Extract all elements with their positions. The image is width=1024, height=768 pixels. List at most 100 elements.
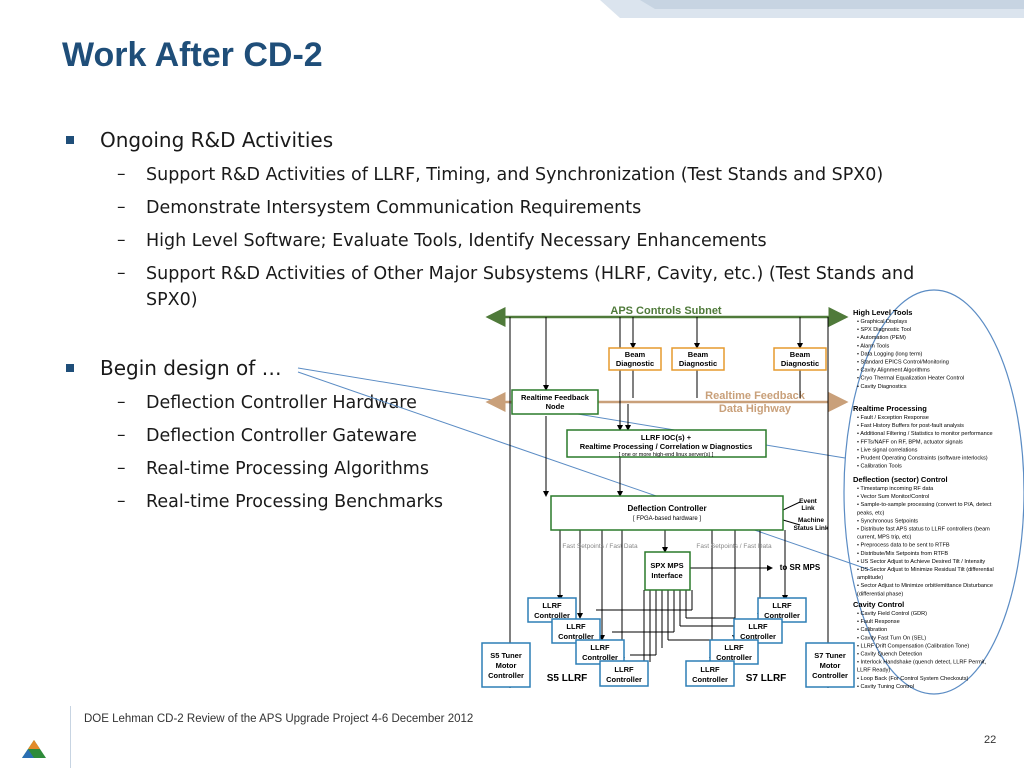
high-level-tools-item: • Graphical Displays xyxy=(857,319,907,325)
dash-icon: – xyxy=(117,491,126,511)
to-sr-mps: to SR MPS xyxy=(780,563,821,572)
header-decoration xyxy=(600,0,1024,18)
deflection-control-item: • US Sector Adjust to Achieve Desired Ti… xyxy=(857,559,985,565)
s5-llrf-2-l2: Controller xyxy=(558,632,594,641)
aps-logo-icon xyxy=(22,740,46,758)
cavity-control-item: • Interlock Handshake (quench detect, LL… xyxy=(857,660,987,666)
realtime-processing-item: • Prudent Operating Constraints (softwar… xyxy=(857,456,988,462)
s5-llrf-4-l2: Controller xyxy=(606,675,642,684)
event-link-l2: Link xyxy=(801,505,815,512)
sub-bullet-continuation: SPX0) xyxy=(146,290,198,310)
high-level-tools-item: • Cavity Alignment Algorithms xyxy=(857,368,930,374)
beam-diagnostic-3 xyxy=(773,347,827,371)
bullet-icon xyxy=(66,136,74,144)
s5-tuner-box xyxy=(481,642,531,688)
sub-bullet: Deflection Controller Hardware xyxy=(146,393,417,413)
realtime-processing-item: • Calibration Tools xyxy=(857,464,902,470)
spx-mps-l1: SPX MPS xyxy=(650,561,683,570)
beam-diag-1-l1: Beam xyxy=(625,350,646,359)
llrf-ioc-l3: [ one or more high-end linux server(s) ] xyxy=(619,452,714,458)
event-link-l1: Event xyxy=(799,498,818,505)
dash-icon: – xyxy=(117,425,126,445)
slide-title: Work After CD-2 xyxy=(62,36,323,74)
llrf-ioc-l2: Realtime Processing / Correlation w Diag… xyxy=(580,442,753,451)
s5-llrf-1-l1: LLRF xyxy=(542,601,562,610)
sub-bullet: Real-time Processing Algorithms xyxy=(146,459,429,479)
rt-highway-label-1: Realtime Feedback xyxy=(705,390,806,402)
high-level-tools-item: • Alarm Tools xyxy=(857,343,890,349)
footer-divider xyxy=(70,706,71,768)
high-level-tools-heading: High Level Tools xyxy=(853,308,912,317)
cavity-control-item: • Loop Back (For Control System Checkout… xyxy=(857,676,969,682)
dash-icon: – xyxy=(117,263,126,283)
deflection-control-item: • Timestamp incoming RF data xyxy=(857,486,934,492)
s7-llrf-3-l1: LLRF xyxy=(724,643,744,652)
high-level-tools-item: • Cryo Thermal Equalization Heater Contr… xyxy=(857,376,964,382)
spx-mps-box xyxy=(644,551,691,591)
sub-bullet: Support R&D Activities of Other Major Su… xyxy=(146,264,915,284)
sub-bullet: High Level Software; Evaluate Tools, Ide… xyxy=(146,231,767,251)
s5-llrf-stack xyxy=(527,597,649,687)
beam-diag-2-l2: Diagnostic xyxy=(679,359,717,368)
s7-llrf-label: S7 LLRF xyxy=(746,673,787,684)
rt-highway-label-2: Data Highway xyxy=(719,403,792,415)
s7-tuner-l3: Controller xyxy=(812,671,848,680)
s5-llrf-4-l1: LLRF xyxy=(614,665,634,674)
fast-setpoints-label-2: Fast Setpoints / Fast Data xyxy=(696,543,772,550)
page-number: 22 xyxy=(984,734,997,746)
s7-tuner-l1: S7 Tuner xyxy=(814,651,846,660)
s5-llrf-label: S5 LLRF xyxy=(547,673,588,684)
sub-bullet: Deflection Controller Gateware xyxy=(146,426,417,446)
high-level-tools-item: • Data Logging (long term) xyxy=(857,351,923,357)
sub-bullet: Real-time Processing Benchmarks xyxy=(146,492,443,512)
high-level-tools-item: • Standard EPICS Control/Monitoring xyxy=(857,360,949,366)
llrf-ioc-box xyxy=(566,429,767,458)
bullet-icon xyxy=(66,364,74,372)
s5-llrf-3-l2: Controller xyxy=(582,653,618,662)
realtime-processing-item: • FFTs/NAFF on RF, BPM, actuator signals xyxy=(857,439,963,445)
s5-llrf-2-l1: LLRF xyxy=(566,622,586,631)
beam-diagnostic-1 xyxy=(608,347,662,371)
rt-feedback-node xyxy=(511,389,599,415)
cavity-control-item: • Calibration xyxy=(857,627,887,633)
deflection-control-item: (differential phase) xyxy=(857,591,903,597)
beam-diag-3-l2: Diagnostic xyxy=(781,359,819,368)
subnet-label: APS Controls Subnet xyxy=(610,305,722,317)
s7-llrf-2-l2: Controller xyxy=(740,632,776,641)
right-text-panel: High Level Tools • Graphical Displays • SP… xyxy=(853,308,994,690)
dash-icon: – xyxy=(117,458,126,478)
beam-diag-2-l1: Beam xyxy=(688,350,709,359)
s7-llrf-3-l2: Controller xyxy=(716,653,752,662)
deflection-control-item: • Distribute fast APS status to LLRF con… xyxy=(857,527,990,533)
deflection-control-item: • Sector Adjust to Minimize orbit/emitta… xyxy=(857,583,993,589)
machine-status-l1: Machine xyxy=(798,517,824,524)
deflection-control-item: • Distribute/Mix Setpoints from RTFB xyxy=(857,551,948,557)
beam-diagnostic-2 xyxy=(671,347,725,371)
dash-icon: – xyxy=(117,230,126,250)
fast-setpoints-label-1: Fast Setpoints / Fast Data xyxy=(562,543,638,550)
beam-diag-3-l1: Beam xyxy=(790,350,811,359)
s5-tuner-l2: Motor xyxy=(496,661,517,670)
s7-tuner-box xyxy=(805,642,855,688)
s7-llrf-1-l2: Controller xyxy=(764,611,800,620)
cavity-control-item: LLRF Ready) xyxy=(857,668,890,674)
realtime-processing-item: • Fast History Buffers for post-fault an… xyxy=(857,423,964,429)
sub-bullet: Demonstrate Intersystem Communication Re… xyxy=(146,198,642,218)
rt-node-l1: Realtime Feedback xyxy=(521,393,590,402)
sub-bullet: Support R&D Activities of LLRF, Timing, … xyxy=(146,165,884,185)
s7-tuner-l2: Motor xyxy=(820,661,841,670)
cavity-control-item: • Cavity Field Control (GDR) xyxy=(857,611,927,617)
deflection-control-item: peaks, etc) xyxy=(857,510,884,516)
deflection-control-heading: Deflection (sector) Control xyxy=(853,475,948,484)
high-level-tools-item: • Cavity Diagnostics xyxy=(857,384,907,390)
s7-llrf-stack xyxy=(685,597,807,687)
s5-tuner-l3: Controller xyxy=(488,671,524,680)
rt-node-l2: Node xyxy=(546,402,565,411)
deflection-control-item: amplitude) xyxy=(857,575,883,581)
realtime-processing-item: • Additional Filtering / Statistics to m… xyxy=(857,431,993,437)
high-level-tools-item: • SPX Diagnostic Tool xyxy=(857,327,911,333)
s7-llrf-2-l1: LLRF xyxy=(748,622,768,631)
cavity-control-heading: Cavity Control xyxy=(853,600,904,609)
beam-diag-1-l2: Diagnostic xyxy=(616,359,654,368)
